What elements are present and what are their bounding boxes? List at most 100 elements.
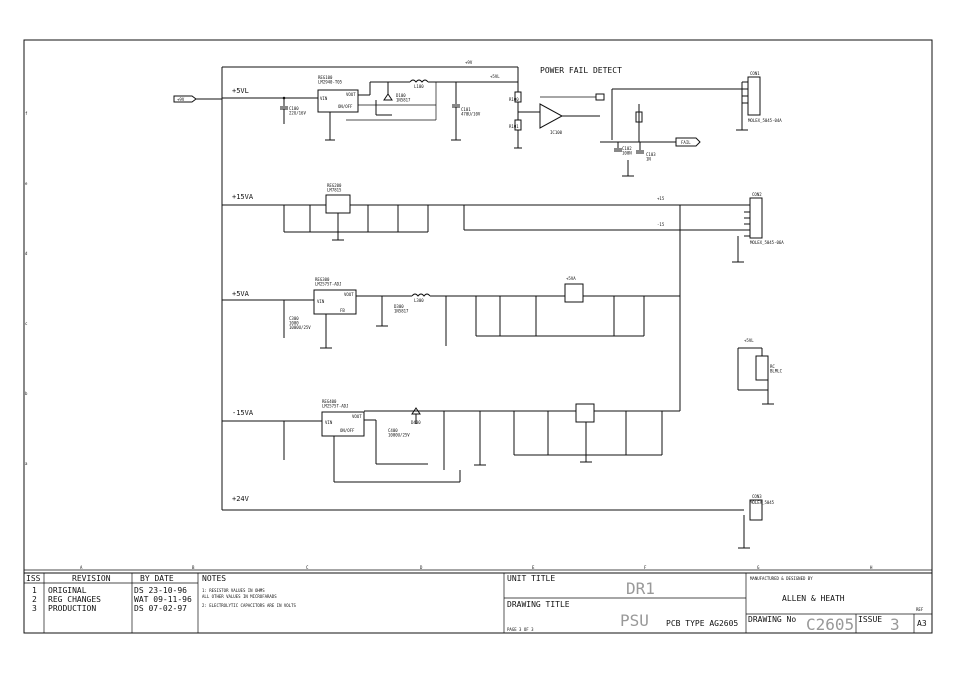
rail-15-label: +15: [657, 196, 665, 201]
rail-label-5va: +5VA: [232, 290, 250, 298]
col-marker-c: C: [306, 565, 309, 570]
reg400-pin-vin: VIN: [325, 420, 333, 425]
r100-label: R100: [509, 97, 519, 102]
unit-title: DR1: [626, 579, 655, 598]
rev-row-3-by: DS 07-02-97: [134, 604, 187, 613]
notes-title: NOTES: [202, 574, 226, 583]
rail-label-24v: +24V: [232, 495, 250, 503]
company-name: ALLEN & HEATH: [782, 594, 845, 603]
con3-label: CON3: [752, 494, 762, 499]
reg300-pin-fb: FB: [340, 308, 345, 313]
row-marker-d: d: [25, 251, 28, 256]
border-row-markers: f e d c b a: [25, 111, 28, 466]
reg400-pin-vout: VOUT: [352, 414, 362, 419]
reg-m15va-aux: [575, 403, 595, 423]
input-9v-flag: [173, 95, 197, 103]
r101-label: R101: [509, 124, 519, 129]
row-marker-b: b: [25, 391, 28, 396]
reg400: [321, 411, 365, 437]
issue-number: 3: [890, 615, 900, 634]
con3-body: [749, 499, 763, 521]
con3-part: MOLEX_5045: [750, 500, 775, 505]
r101-resistor: [514, 119, 522, 131]
title-block: ISS REVISION BY DATE 1 ORIGINAL DS 23-10…: [23, 572, 933, 634]
page-number: PAGE 3 OF 3: [507, 627, 534, 632]
col-marker-e: E: [532, 565, 535, 570]
con2-body: [749, 197, 763, 239]
sheet-size: A3: [917, 619, 927, 628]
rev-row-1-by: DS 23-10-96: [134, 586, 187, 595]
rail-5vl-box-label: +5VL: [744, 338, 754, 343]
section-power-fail-detect: POWER FAIL DETECT R100 R101 IC100 FAIL C…: [509, 66, 742, 177]
row-marker-e: e: [25, 181, 28, 186]
pcb-type: PCB TYPE AG2605: [666, 619, 738, 628]
drawing-no-label: DRAWING No: [748, 615, 796, 624]
section-24v: +24V CON3 MOLEX_5045: [222, 494, 775, 549]
reg100: [317, 89, 359, 113]
con1-label: CON1: [750, 71, 760, 76]
ic100-comparator: [539, 103, 564, 129]
rev-row-1-desc: ORIGINAL: [48, 586, 87, 595]
notes-line-3: 2: ELECTROLYTIC CAPACITORS ARE IN VOLTS: [202, 603, 297, 608]
reg400-pin-onoff: ON/OFF: [340, 428, 355, 433]
rev-row-3-desc: PRODUCTION: [48, 604, 96, 613]
d100-diode: [383, 93, 393, 101]
reg300-pin-vout: VOUT: [344, 292, 354, 297]
reg100-pin-onoff: ON/OFF: [338, 104, 353, 109]
rail-label-m15va: -15VA: [232, 409, 254, 417]
reg100-pin-vout: VOUT: [346, 92, 356, 97]
l100-label: L100: [414, 84, 424, 89]
con2-label: CON2: [752, 192, 762, 197]
reg300-pin-vin: VIN: [317, 299, 325, 304]
rev-row-2-desc: REG CHANGES: [48, 595, 101, 604]
row-marker-c: c: [25, 321, 28, 326]
notes-line-1: 1: RESISTOR VALUES IN OHMS: [202, 588, 265, 593]
manufacturer-label: MANUFACTURED & DESIGNED BY: [750, 576, 813, 581]
rev-header-iss: ISS: [26, 574, 41, 583]
fail-output-flag: [675, 137, 701, 147]
con1: CON1 MOLEX_5045-04A: [736, 71, 782, 131]
rev-row-2-by: WAT 09-11-96: [134, 595, 192, 604]
reg100-pin-vin: VIN: [320, 96, 328, 101]
col-marker-g: G: [757, 565, 760, 570]
rev-header-revision: REVISION: [72, 574, 111, 583]
reg-5va-aux: [564, 283, 584, 303]
rail-label-5vl-small: +5VL: [490, 74, 500, 79]
fail-output-label: FAIL: [681, 140, 691, 145]
l300-label: L300: [414, 298, 424, 303]
rail-5va-small: +5VA: [566, 276, 576, 281]
ref-label: REF: [916, 607, 924, 612]
row-marker-f: f: [25, 111, 28, 116]
rc-filter: [755, 355, 769, 381]
rail-label-15va: +15VA: [232, 193, 254, 201]
rev-row-2-iss: 2: [32, 595, 37, 604]
col-marker-f: F: [644, 565, 647, 570]
unit-title-label: UNIT TITLE: [507, 574, 555, 583]
con1-part: MOLEX_5045-04A: [748, 118, 782, 123]
d400-label: D400: [411, 420, 421, 425]
rev-row-3-iss: 3: [32, 604, 37, 613]
con2: CON2 MOLEX_5045-06A: [732, 192, 784, 263]
rev-header-bydate: BY DATE: [140, 574, 174, 583]
con2-part: MOLEX_5045-06A: [750, 240, 784, 245]
rail-label-5vl: +5VL: [232, 87, 249, 95]
drawing-title: PSU: [620, 611, 649, 630]
drawing-no: C2605: [806, 615, 854, 634]
